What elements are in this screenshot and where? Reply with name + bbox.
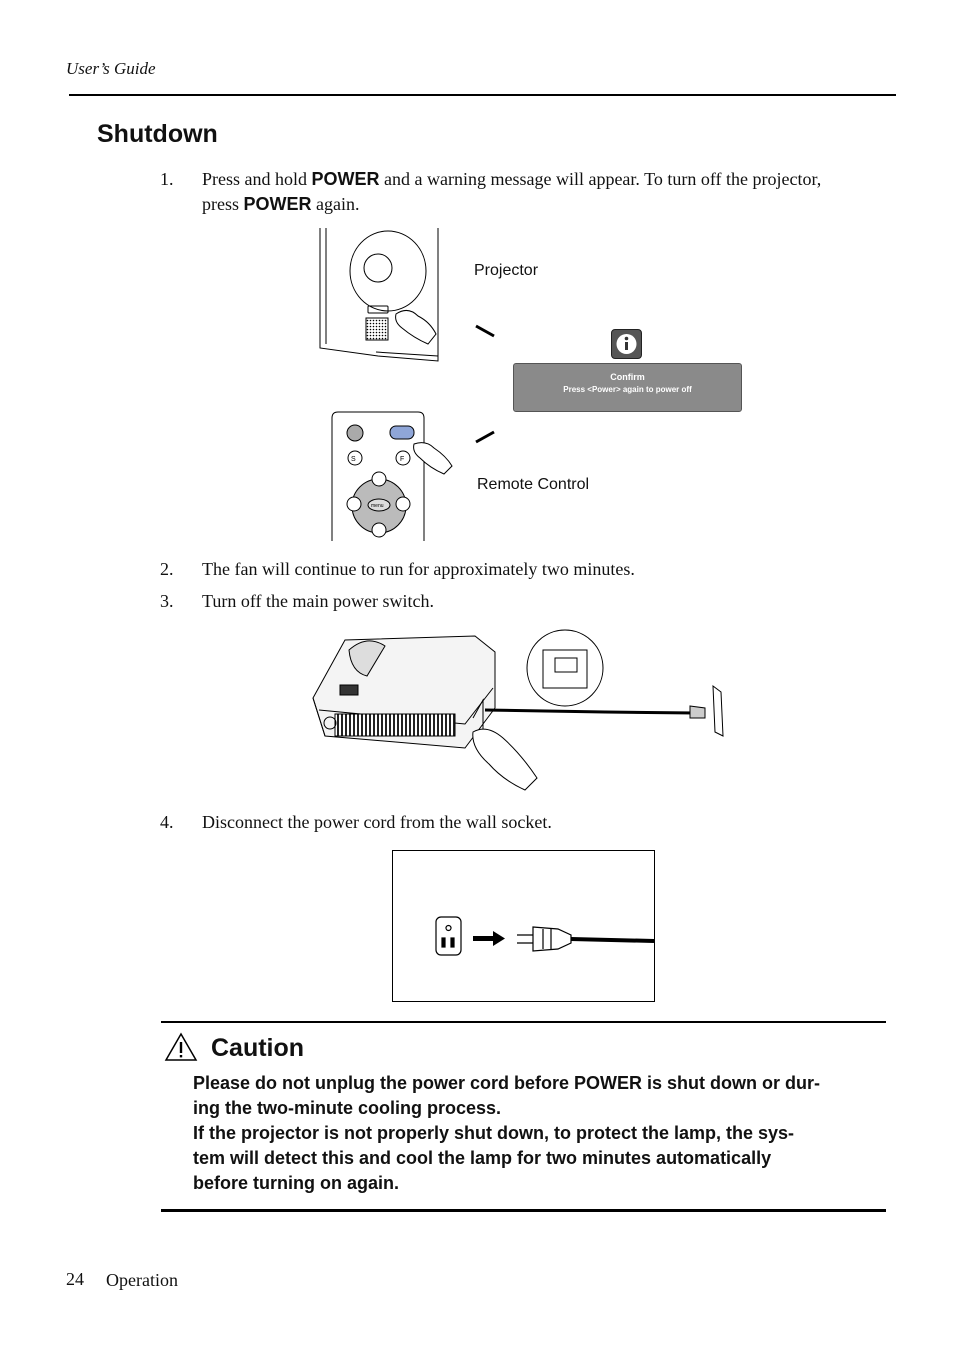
remote-source-key: S [351, 456, 356, 463]
step-2-text: The fan will continue to run for approxi… [202, 559, 635, 579]
remote-menu-key: menu [371, 503, 384, 509]
projector-label: Projector [474, 262, 539, 279]
step-3-number: 3. [160, 591, 174, 611]
caution-text: Please do not unplug the power cord befo… [193, 1073, 821, 1193]
running-header: User’s Guide [66, 59, 156, 78]
confirm-osd-message: Confirm Press <Power> again to power off [513, 363, 742, 412]
plug-icon [689, 705, 706, 719]
wall-outlet-icon [435, 916, 462, 956]
remote-control-label: Remote Control [477, 476, 590, 493]
arrow-icon [473, 931, 505, 946]
remote-freeze-key: F [400, 456, 404, 463]
unplug-illustration [392, 850, 655, 1002]
footer-section: Operation [106, 1270, 178, 1290]
caution-bottom-rule [161, 1209, 886, 1212]
caution-title: Caution [211, 1034, 305, 1062]
info-icon [611, 329, 642, 359]
step-4-text: Disconnect the power cord from the wall … [202, 812, 552, 832]
page-number: 24 [66, 1269, 84, 1289]
step-1-number: 1. [160, 169, 174, 189]
remote-control-body [331, 411, 425, 541]
power-cord [484, 708, 696, 715]
arrow-icon [475, 430, 495, 444]
projector-remote-illustration: S F menu [319, 228, 495, 541]
wall-socket-icon [712, 684, 724, 737]
plug-icon [517, 926, 572, 952]
power-switch-illustration [312, 629, 724, 791]
hand-icon [472, 728, 538, 791]
section-title: Shutdown [97, 120, 218, 148]
osd-text: Press <Power> again to power off [563, 385, 692, 394]
step-2-number: 2. [160, 559, 174, 579]
step-4-number: 4. [160, 812, 174, 832]
step-1-text: Press and hold POWER and a warning messa… [202, 169, 822, 214]
osd-title: Confirm [610, 372, 645, 382]
hand-icon [413, 442, 453, 475]
projector-control-panel [319, 228, 439, 362]
arrow-icon [475, 324, 495, 338]
caution-top-rule [161, 1021, 886, 1023]
hand-icon [395, 310, 437, 345]
power-cord [570, 937, 655, 943]
header-rule [69, 94, 896, 96]
warning-icon [164, 1032, 198, 1061]
step-3-text: Turn off the main power switch. [202, 591, 434, 611]
